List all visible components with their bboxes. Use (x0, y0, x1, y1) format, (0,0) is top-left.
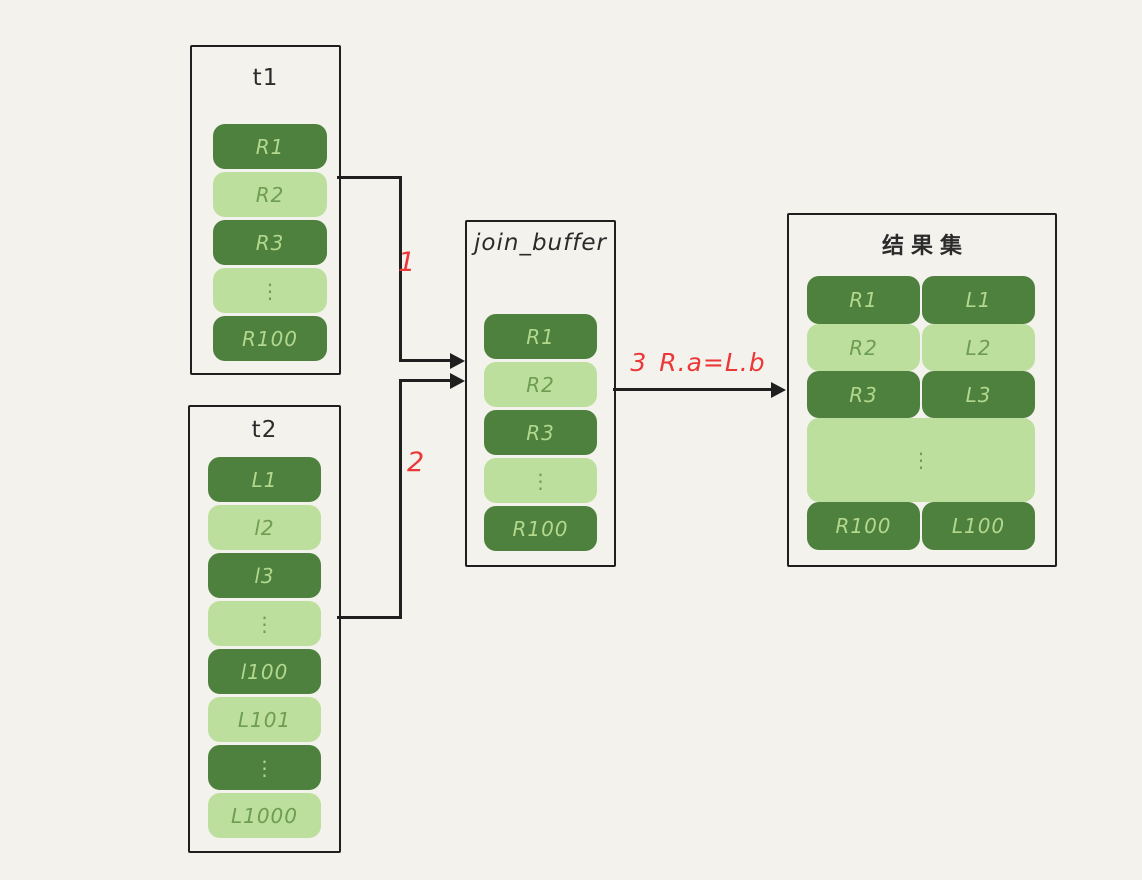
arrow-segment (337, 176, 402, 179)
result-row: R3 L3 (807, 371, 1035, 418)
join-condition-label: R.a=L.b (659, 348, 766, 377)
join-buffer: join_buffer R1 R2 R3 ⋮ R100 (465, 220, 616, 567)
result-set-title: 结果集 (881, 234, 969, 259)
t2-row: L101 (208, 697, 321, 742)
join-buffer-rows: R1 R2 R3 ⋮ R100 (484, 314, 597, 551)
step-3-number: 3 (630, 348, 648, 377)
step-1-label: 1 (398, 247, 417, 278)
result-row: R2 L2 (807, 324, 1035, 371)
join-buffer-title: join_buffer (474, 230, 607, 256)
t1-row: R100 (213, 316, 327, 361)
t2-row: l2 (208, 505, 321, 550)
t2-row-ellipsis: ⋮ (208, 745, 321, 790)
arrow-head (450, 372, 465, 389)
result-cell-left: R1 (807, 276, 920, 324)
t2-row: L1000 (208, 793, 321, 838)
step-2-label: 2 (407, 447, 426, 478)
table-t1: t1 R1 R2 R3 ⋮ R100 (190, 45, 341, 375)
arrow-head (771, 381, 786, 398)
t2-title: t2 (251, 417, 278, 443)
result-cell-left: R3 (807, 371, 920, 418)
join-buffer-row-ellipsis: ⋮ (484, 458, 597, 503)
result-row-ellipsis: ⋮ (807, 418, 1035, 502)
t1-row: R3 (213, 220, 327, 265)
arrow-segment (399, 379, 402, 619)
join-buffer-row: R1 (484, 314, 597, 359)
result-row: R100 L100 (807, 502, 1035, 550)
join-buffer-row: R3 (484, 410, 597, 455)
t2-rows: L1 l2 l3 ⋮ l100 L101 ⋮ L1000 (208, 457, 321, 838)
join-buffer-row: R100 (484, 506, 597, 551)
t2-row: l100 (208, 649, 321, 694)
result-cell-left: R2 (807, 324, 920, 371)
arrow-head (450, 352, 465, 369)
result-cell-ellipsis: ⋮ (807, 418, 1035, 502)
t2-row: L1 (208, 457, 321, 502)
step-3-label: 3 R.a=L.b (613, 348, 783, 377)
t1-title: t1 (252, 65, 279, 91)
arrow-segment (337, 616, 402, 619)
t1-row: R2 (213, 172, 327, 217)
result-cell-right: L3 (922, 371, 1035, 418)
result-cell-right: L1 (922, 276, 1035, 324)
t1-rows: R1 R2 R3 ⋮ R100 (213, 124, 327, 361)
t1-row-ellipsis: ⋮ (213, 268, 327, 313)
result-set-rows: R1 L1 R2 L2 R3 L3 ⋮ R100 L100 (807, 276, 1035, 550)
arrow-segment (399, 176, 402, 362)
result-set: 结果集 R1 L1 R2 L2 R3 L3 ⋮ R100 L100 (787, 213, 1057, 567)
t2-row: l3 (208, 553, 321, 598)
t2-row-ellipsis: ⋮ (208, 601, 321, 646)
result-cell-right: L100 (922, 502, 1035, 550)
arrow-segment (613, 388, 773, 391)
result-cell-right: L2 (922, 324, 1035, 371)
table-t2: t2 L1 l2 l3 ⋮ l100 L101 ⋮ L1000 (188, 405, 341, 853)
result-cell-left: R100 (807, 502, 920, 550)
arrow-segment (399, 359, 452, 362)
join-buffer-row: R2 (484, 362, 597, 407)
result-row: R1 L1 (807, 276, 1035, 324)
t1-row: R1 (213, 124, 327, 169)
arrow-segment (399, 379, 452, 382)
